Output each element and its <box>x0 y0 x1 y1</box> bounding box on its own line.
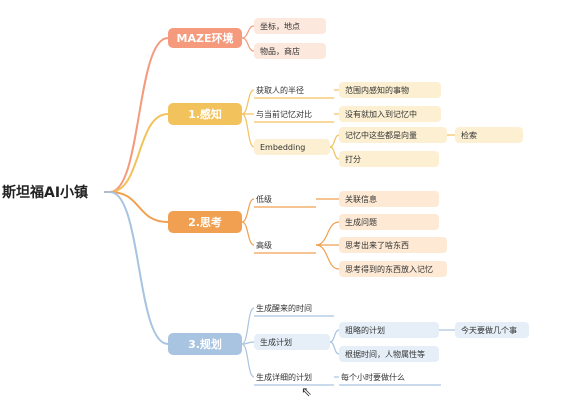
subtopic-node[interactable]: 检索 <box>455 127 523 143</box>
subtopic-node[interactable]: 思考得到的东西放入记忆 <box>339 261 447 277</box>
connector-line <box>241 25 255 39</box>
connector-line <box>241 113 255 148</box>
subtopic-node[interactable]: 思考出来了啥东西 <box>339 237 447 253</box>
subtopic-node[interactable]: 没有就加入到记忆中 <box>339 106 441 122</box>
subtopic-node[interactable]: 关联信息 <box>339 191 439 207</box>
subtopic-node[interactable]: 打分 <box>339 151 439 167</box>
subtopic-node[interactable]: 生成计划 <box>254 334 330 350</box>
branch-line <box>109 191 169 223</box>
subtopic-node[interactable]: 物品，商店 <box>254 43 326 59</box>
subtopic-node[interactable]: 记忆中这些都是向量 <box>339 127 447 143</box>
subtopic-node[interactable]: 低级 <box>256 194 272 204</box>
subtopic-node[interactable]: 生成醒来的时间 <box>256 303 312 313</box>
connector-line <box>329 134 340 148</box>
subtopic-node[interactable]: 粗略的计划 <box>339 322 439 338</box>
branch-topic-maze[interactable]: MAZE环境 <box>168 28 242 48</box>
connector-line <box>241 343 255 378</box>
connector-line <box>241 307 255 345</box>
subtopic-node[interactable]: 生成问题 <box>339 214 439 230</box>
branch-line <box>109 191 169 345</box>
connector-line <box>241 89 255 115</box>
connector-line <box>315 221 340 246</box>
connector-line <box>329 341 340 355</box>
branch-line <box>109 37 169 193</box>
branch-topic-planning[interactable]: 3.规划 <box>168 333 242 355</box>
subtopic-node[interactable]: 范围内感知的事物 <box>339 82 441 98</box>
mouse-cursor-icon: ⇖ <box>301 385 312 400</box>
connector-line <box>241 198 255 223</box>
root-topic[interactable]: 斯坦福AI小镇 <box>2 185 89 201</box>
connector-line <box>241 37 255 52</box>
subtopic-node[interactable]: 高级 <box>256 240 272 250</box>
connector-line <box>315 244 340 270</box>
connector-line <box>329 329 340 343</box>
subtopic-node[interactable]: Embedding <box>254 139 330 155</box>
subtopic-node[interactable]: 今天要做几个事 <box>455 322 529 338</box>
subtopic-node[interactable]: 与当前记忆对比 <box>256 109 312 119</box>
subtopic-node[interactable]: 生成详细的计划 <box>256 372 312 382</box>
subtopic-node[interactable]: 每个小时要做什么 <box>341 372 405 382</box>
connector-line <box>241 221 255 246</box>
branch-topic-perception[interactable]: 1.感知 <box>168 103 242 125</box>
subtopic-node[interactable]: 根据时间，人物属性等 <box>339 346 439 362</box>
subtopic-node[interactable]: 坐标，地点 <box>254 18 326 34</box>
branch-line <box>109 113 169 193</box>
subtopic-node[interactable]: 获取人的半径 <box>256 85 304 95</box>
branch-topic-thinking[interactable]: 2.思考 <box>168 211 242 233</box>
connector-line <box>329 146 340 160</box>
